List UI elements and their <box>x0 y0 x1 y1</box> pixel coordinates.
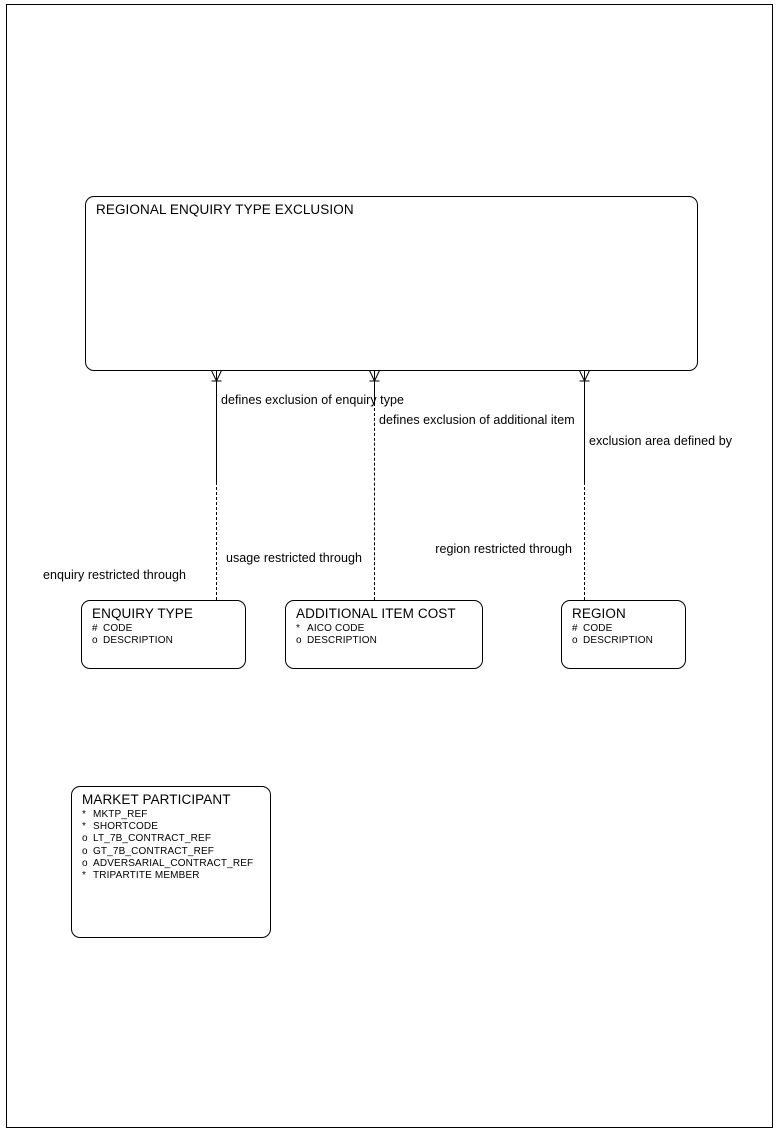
attribute-row: o ADVERSARIAL_CONTRACT_REF <box>82 858 270 870</box>
page-border <box>6 4 773 1128</box>
attribute-label: CODE <box>103 623 133 634</box>
attribute-row: * AICO CODE <box>296 623 482 635</box>
relationship-line-1-dashed <box>216 482 217 600</box>
attribute-label: DESCRIPTION <box>103 635 173 647</box>
attribute-label: ADVERSARIAL_CONTRACT_REF <box>93 857 254 869</box>
attribute-row: * MKTP_REF <box>82 809 270 821</box>
attribute-list: # CODE o DESCRIPTION <box>92 623 245 647</box>
attribute-mark: o <box>572 635 578 647</box>
entity-enquiry-type[interactable]: ENQUIRY TYPE # CODE o DESCRIPTION <box>81 600 246 669</box>
attribute-list: * AICO CODE o DESCRIPTION <box>296 623 482 647</box>
relationship-line-2-dashed <box>374 403 375 600</box>
relationship-line-3-dashed <box>584 482 585 600</box>
attribute-label: AICO CODE <box>307 623 365 634</box>
attribute-mark: o <box>296 635 302 647</box>
attribute-mark: # <box>92 623 98 634</box>
attribute-mark: # <box>572 623 578 634</box>
relationship-label-region-restricted-through: region restricted through <box>435 542 572 556</box>
attribute-row: # CODE <box>572 623 685 635</box>
attribute-mark: o <box>82 845 88 857</box>
attribute-mark: * <box>296 623 301 634</box>
attribute-label: DESCRIPTION <box>583 635 653 647</box>
attribute-row: * SHORTCODE <box>82 821 270 833</box>
attribute-label: SHORTCODE <box>93 821 159 833</box>
entity-title: REGION <box>572 606 626 621</box>
attribute-mark: * <box>82 809 87 820</box>
attribute-label: TRIPARTITE MEMBER <box>93 870 200 882</box>
relationship-line-1-solid <box>216 381 217 482</box>
entity-title: ADDITIONAL ITEM COST <box>296 606 456 621</box>
attribute-row: o DESCRIPTION <box>572 635 685 647</box>
relationship-label-exclusion-area-defined-by: exclusion area defined by <box>589 434 733 448</box>
attribute-mark: o <box>82 857 88 869</box>
attribute-label: GT_7B_CONTRACT_REF <box>93 845 215 857</box>
attribute-row: * TRIPARTITE MEMBER <box>82 870 270 882</box>
entity-regional-enquiry-type-exclusion[interactable]: REGIONAL ENQUIRY TYPE EXCLUSION <box>85 196 698 371</box>
relationship-label-usage-restricted-through: usage restricted through <box>225 551 362 565</box>
relationship-label-defines-exclusion-of-enquiry-type: defines exclusion of enquiry type <box>221 393 405 407</box>
entity-title: REGIONAL ENQUIRY TYPE EXCLUSION <box>96 202 354 217</box>
entity-title: MARKET PARTICIPANT <box>82 792 231 807</box>
attribute-label: LT_7B_CONTRACT_REF <box>93 833 212 845</box>
entity-title: ENQUIRY TYPE <box>92 606 193 621</box>
entity-market-participant[interactable]: MARKET PARTICIPANT * MKTP_REF * SHORTCODE … <box>71 786 271 938</box>
attribute-label: MKTP_REF <box>93 809 148 820</box>
attribute-label: DESCRIPTION <box>307 635 377 647</box>
crows-foot-icon <box>209 370 224 383</box>
attribute-mark: o <box>92 635 98 647</box>
attribute-list: # CODE o DESCRIPTION <box>572 623 685 647</box>
attribute-mark: * <box>82 821 87 833</box>
entity-additional-item-cost[interactable]: ADDITIONAL ITEM COST * AICO CODE o DESCRIP… <box>285 600 483 669</box>
attribute-row: o DESCRIPTION <box>92 635 245 647</box>
attribute-row: # CODE <box>92 623 245 635</box>
attribute-row: o LT_7B_CONTRACT_REF <box>82 833 270 845</box>
attribute-list: * MKTP_REF * SHORTCODE o LT_7B_CONTRACT_REF… <box>82 809 270 882</box>
relationship-label-defines-exclusion-of-additional-item: defines exclusion of additional item <box>379 413 575 427</box>
entity-region[interactable]: REGION # CODE o DESCRIPTION <box>561 600 686 669</box>
attribute-row: o GT_7B_CONTRACT_REF <box>82 846 270 858</box>
crows-foot-icon <box>367 370 382 383</box>
attribute-mark: o <box>82 833 88 845</box>
attribute-mark: * <box>82 870 87 882</box>
attribute-row: o DESCRIPTION <box>296 635 482 647</box>
relationship-line-3-solid <box>584 381 585 482</box>
attribute-label: CODE <box>583 623 613 634</box>
relationship-label-enquiry-restricted-through: enquiry restricted through <box>42 568 186 582</box>
relationship-line-2-solid <box>374 381 375 403</box>
